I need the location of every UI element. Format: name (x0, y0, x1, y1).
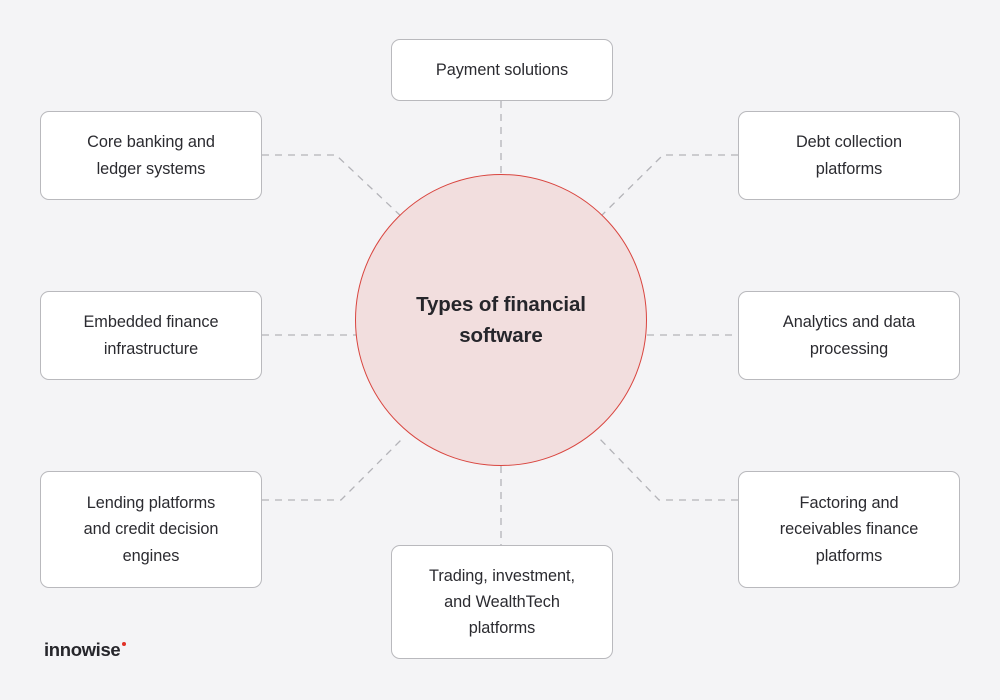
node-label: Embedded finance infrastructure (83, 313, 219, 358)
central-hub: Types of financial software (355, 174, 647, 466)
node-embedded-finance-infrastructure[interactable]: Embedded finance infrastructure (40, 291, 262, 380)
hub-label: Types of financial software (416, 292, 586, 347)
node-label: Debt collection platforms (795, 133, 903, 178)
connector-left-1 (262, 154, 405, 220)
brand-dot-icon (121, 642, 126, 646)
node-label: Core banking and ledger systems (87, 133, 215, 178)
brand-wordmark: innowise (44, 639, 121, 660)
node-label: Factoring and receivables finance platfo… (779, 494, 919, 565)
node-label: Lending platforms and credit decision en… (83, 494, 219, 565)
connector-right-1 (597, 154, 738, 220)
node-label: Analytics and data processing (782, 313, 916, 358)
connector-left-3 (262, 436, 405, 501)
node-payment-solutions[interactable]: Payment solutions (391, 39, 613, 101)
node-label: Trading, investment, and WealthTech plat… (429, 566, 575, 638)
node-lending-platforms-and-credit-decision-engines[interactable]: Lending platforms and credit decision en… (40, 471, 262, 588)
node-label: Payment solutions (435, 60, 569, 79)
node-analytics-and-data-processing[interactable]: Analytics and data processing (738, 291, 960, 380)
node-factoring-and-receivables-finance-platforms[interactable]: Factoring and receivables finance platfo… (738, 471, 960, 588)
connector-right-3 (597, 436, 738, 501)
node-trading-investment-and-wealthtech-platforms[interactable]: Trading, investment, and WealthTech plat… (391, 545, 613, 659)
innowise-logo: innowise (44, 639, 126, 660)
node-debt-collection-platforms[interactable]: Debt collection platforms (738, 111, 960, 200)
node-core-banking-and-ledger-systems[interactable]: Core banking and ledger systems (40, 111, 262, 200)
